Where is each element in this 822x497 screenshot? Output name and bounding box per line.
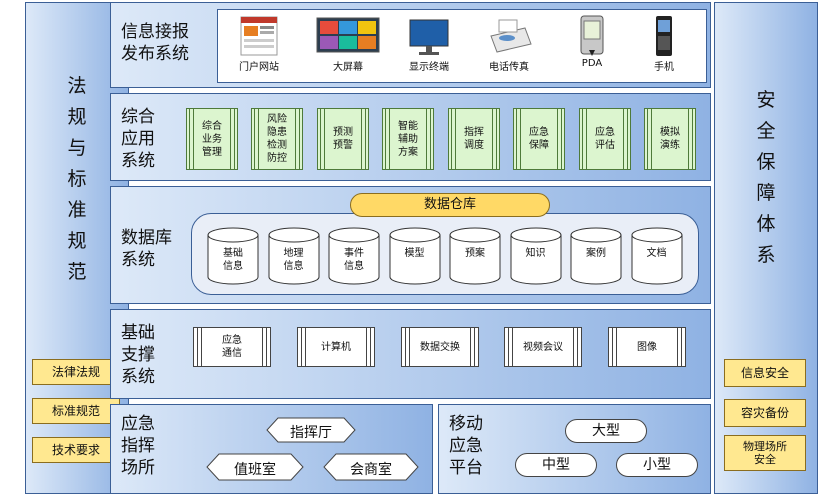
data-store-label: 预案: [465, 248, 485, 259]
store-basic-info: 基础 信息: [207, 227, 259, 285]
tag-laws: 法律法规: [32, 359, 120, 385]
database-cylinder-icon: [207, 227, 259, 285]
channel-big-screen: 大屏幕: [308, 14, 388, 73]
venue-hexagon-shape: [323, 453, 419, 481]
infra-image: 图像: [608, 327, 686, 367]
database-cylinder-icon: [449, 227, 501, 285]
database-cylinder-icon: [268, 227, 319, 285]
big-screen-icon: [316, 17, 380, 53]
band-integrated-app: 综合 应用 系统 综合 业务 管理 风险 隐患 检测 防控 预测 预警 智能 辅…: [110, 93, 711, 181]
data-store-label: 案例: [586, 248, 606, 259]
mobile-medium: 中型: [515, 453, 597, 477]
module-business-mgmt: 综合 业务 管理: [186, 108, 238, 170]
mobile-small: 小型: [616, 453, 698, 477]
band-database-label: 数据库 系统: [121, 228, 172, 270]
left-pillar-title-char: 法: [67, 75, 87, 97]
tag-info-security: 信息安全: [724, 359, 806, 387]
venue-hexagon-shape: [266, 417, 356, 443]
band-mobile-platform: 移动 应急 平台 大型 中型 小型: [438, 404, 711, 494]
left-pillar-title-char: 规: [67, 230, 87, 252]
channel-label: 电话传真: [489, 62, 529, 73]
module-decision-support: 智能 辅助 方案: [382, 108, 434, 170]
module-risk-monitoring: 风险 隐患 检测 防控: [251, 108, 303, 170]
web-portal-icon: [240, 16, 278, 56]
fax-machine-icon: [490, 19, 532, 53]
channel-portal: 门户网站: [228, 14, 290, 73]
band-info-publish-label: 信息接报 发布系统: [121, 22, 189, 64]
right-pillar-title-char: 安: [756, 89, 776, 111]
tag-disaster-backup: 容灾备份: [724, 399, 806, 427]
store-case: 案例: [570, 227, 622, 285]
database-cylinder-icon: [389, 227, 440, 285]
mobile-large: 大型: [565, 419, 647, 443]
store-plan: 预案: [449, 227, 501, 285]
pda-icon: [580, 15, 604, 56]
band-emergency-venues: 应急 指挥 场所 指挥厅 值班室 会商室: [110, 404, 433, 494]
band-integrated-app-label: 综合 应用 系统: [121, 107, 155, 171]
database-cylinder-icon: [510, 227, 561, 285]
left-pillar-title-char: 规: [67, 106, 87, 128]
database-cylinder-icon: [631, 227, 682, 285]
venue-consultation-room: 会商室: [350, 462, 392, 478]
right-pillar-title-char: 障: [756, 182, 776, 204]
right-pillar-title-char: 系: [756, 244, 776, 266]
module-forecast-warning: 预测 预警: [317, 108, 369, 170]
channel-label: 门户网站: [239, 62, 279, 73]
monitor-icon: [409, 19, 449, 55]
channel-label: PDA: [581, 58, 603, 69]
mobile-phone-icon: [656, 16, 672, 56]
channel-phone-fax: 电话传真: [474, 14, 544, 73]
left-pillar-title-char: 准: [67, 199, 87, 221]
infra-computer: 计算机: [297, 327, 375, 367]
module-simulation-drill: 模拟 演练: [644, 108, 696, 170]
band-info-publish: 信息接报 发布系统 门户网站 大屏幕 显示终端 电话传真 PDA 手机: [110, 2, 711, 88]
data-warehouse: 数据仓库: [350, 193, 550, 217]
left-pillar-title-char: 范: [67, 261, 87, 283]
right-pillar-title-char: 体: [756, 213, 776, 235]
tag-standards: 标准规范: [32, 398, 120, 424]
band-mobile-platform-label: 移动 应急 平台: [449, 414, 483, 478]
data-store-label: 基础 信息: [223, 248, 243, 272]
left-pillar-title-char: 与: [67, 137, 87, 159]
band-infrastructure: 基础 支撑 系统 应急 通信 计算机 数据交换 视频会议 图像: [110, 309, 711, 399]
left-pillar-title-char: 标: [67, 168, 87, 190]
channel-pda: PDA: [562, 14, 622, 69]
data-store-label: 地理 信息: [283, 248, 304, 272]
tag-tech-requirements: 技术要求: [32, 437, 120, 463]
data-store-label: 事件 信息: [344, 248, 364, 272]
venue-command-hall: 指挥厅: [290, 425, 332, 441]
infra-video-conference: 视频会议: [504, 327, 582, 367]
store-event-info: 事件 信息: [328, 227, 380, 285]
band-emergency-venues-label: 应急 指挥 场所: [121, 414, 155, 478]
venue-hexagon-shape: [206, 453, 304, 481]
channel-display: 显示终端: [394, 14, 464, 73]
channels-panel: 门户网站 大屏幕 显示终端 电话传真 PDA 手机: [217, 9, 707, 83]
store-document: 文档: [631, 227, 683, 285]
data-store-label: 知识: [525, 248, 546, 259]
band-database: 数据库 系统 数据仓库 基础 信息 地理 信息 事件 信息 模型 预案 知识 案例 文档: [110, 186, 711, 304]
channel-label: 显示终端: [409, 62, 449, 73]
right-pillar-security: 安全保障体系 信息安全 容灾备份 物理场所 安全: [714, 2, 818, 494]
tag-physical-security: 物理场所 安全: [724, 435, 806, 471]
venue-duty-room: 值班室: [234, 462, 276, 478]
infra-emergency-comm: 应急 通信: [193, 327, 271, 367]
module-emergency-assessment: 应急 评估: [579, 108, 631, 170]
database-cylinder-icon: [570, 227, 622, 285]
band-infrastructure-label: 基础 支撑 系统: [121, 323, 155, 387]
store-knowledge: 知识: [510, 227, 562, 285]
channel-label: 大屏幕: [333, 62, 363, 73]
infra-data-exchange: 数据交换: [401, 327, 479, 367]
right-pillar-title-char: 全: [756, 120, 776, 142]
channel-label: 手机: [654, 62, 674, 73]
data-store-label: 文档: [646, 248, 667, 259]
store-geo-info: 地理 信息: [268, 227, 320, 285]
channel-mobile: 手机: [634, 14, 694, 73]
database-cylinder-icon: [328, 227, 380, 285]
right-pillar-title-char: 保: [756, 151, 776, 173]
module-emergency-support: 应急 保障: [513, 108, 565, 170]
data-store-label: 模型: [404, 248, 425, 259]
store-model: 模型: [389, 227, 441, 285]
module-command-dispatch: 指挥 调度: [448, 108, 500, 170]
